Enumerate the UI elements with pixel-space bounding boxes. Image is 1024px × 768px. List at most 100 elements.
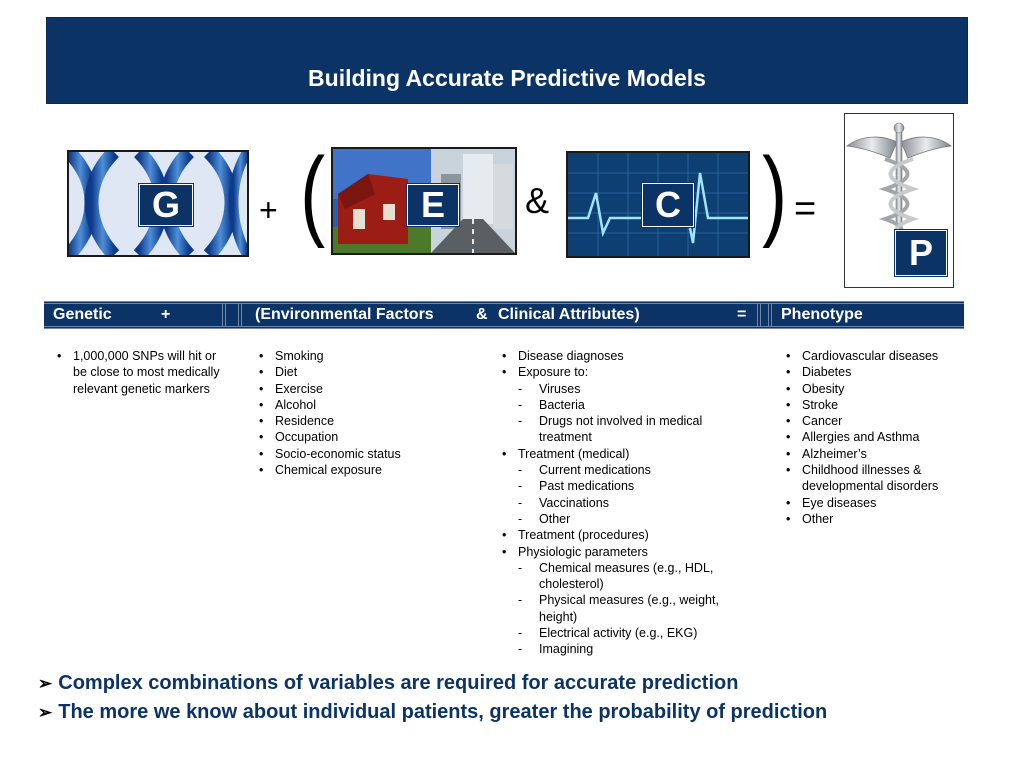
list-item: •Allergies and Asthma: [786, 430, 920, 445]
sub-list-item: -Physical measures (e.g., weight, height…: [518, 593, 719, 624]
list-item: •Diet: [259, 365, 298, 380]
bullet-icon: •: [786, 349, 791, 363]
header-separator: [768, 304, 772, 326]
ampersand-sign: &: [525, 180, 550, 221]
close-parenthesis: ): [762, 137, 788, 249]
clinical-badge: C: [642, 183, 694, 227]
bullet-icon: •: [259, 381, 264, 396]
title-banner: Building Accurate Predictive Models: [46, 17, 968, 104]
header-separator: [238, 304, 242, 326]
bullet-icon: •: [259, 397, 264, 412]
list-item: •Chemical exposure: [259, 463, 382, 478]
bullet-icon: •: [502, 365, 507, 380]
list-item: •Alzheimer’s: [786, 446, 867, 461]
list-item: •Socio-economic status: [259, 446, 401, 461]
bullet-icon: •: [502, 544, 507, 559]
list-item: •Physiologic parameters: [502, 544, 648, 559]
bullet-icon: •: [502, 446, 507, 461]
dash-marker: -: [518, 593, 523, 608]
dash-marker: -: [518, 463, 523, 478]
bullet-icon: •: [259, 430, 264, 445]
conclusion-line: ➢The more we know about individual patie…: [38, 701, 828, 723]
ekg-image: C: [566, 151, 750, 258]
dash-marker: -: [518, 479, 523, 494]
arrow-bullet-icon: ➢: [38, 703, 53, 722]
list-item: •Other: [786, 511, 834, 526]
environmental-list: •Smoking •Diet •Exercise •Alcohol •Resid…: [255, 348, 455, 478]
sub-list-item: -Drugs not involved in medical treatment: [518, 414, 703, 445]
sub-list-item: -Other: [518, 511, 571, 526]
open-parenthesis: (: [300, 137, 326, 249]
list-item: •Exposure to:: [502, 365, 589, 380]
phenotype-badge: P: [895, 230, 947, 276]
bullet-icon: •: [786, 511, 791, 526]
page-title: Building Accurate Predictive Models: [308, 65, 706, 91]
header-clinical: Clinical Attributes): [498, 306, 640, 323]
plus-sign: +: [259, 192, 278, 228]
header-separator: [222, 304, 226, 326]
bullet-icon: •: [259, 365, 264, 380]
list-item: •Obesity: [786, 381, 845, 396]
header-genetic: Genetic: [53, 306, 112, 323]
sub-list-item: -Current medications: [518, 463, 651, 478]
environment-image: E: [331, 147, 517, 255]
sub-list-item: -Vaccinations: [518, 495, 609, 510]
sub-list-item: -Electrical activity (e.g., EKG): [518, 626, 698, 641]
dash-marker: -: [518, 642, 523, 657]
genetic-badge: G: [139, 184, 193, 226]
clinical-list: •Disease diagnoses •Exposure to: -Viruse…: [498, 348, 748, 658]
bullet-icon: •: [786, 446, 791, 461]
dash-marker: -: [518, 511, 523, 526]
sub-list-item: -Viruses: [518, 381, 581, 396]
bullet-icon: •: [57, 349, 62, 363]
dash-marker: -: [518, 397, 523, 412]
dash-marker: -: [518, 414, 523, 429]
list-item: •Alcohol: [259, 397, 316, 412]
list-item: •Disease diagnoses: [502, 349, 624, 363]
sub-list-item: -Chemical measures (e.g., HDL, cholester…: [518, 560, 714, 592]
dna-image: G: [67, 150, 249, 257]
list-item: •1,000,000 SNPs will hit or be close to …: [57, 349, 220, 396]
header-separator: [757, 304, 761, 326]
arrow-bullet-icon: ➢: [38, 674, 53, 693]
bullet-icon: •: [259, 463, 264, 478]
bullet-icon: •: [786, 397, 791, 412]
header-equals: =: [737, 306, 747, 323]
sub-list-item: -Past medications: [518, 479, 635, 494]
bullet-icon: •: [259, 349, 264, 363]
dash-marker: -: [518, 560, 523, 575]
conclusion-line: ➢Complex combinations of variables are r…: [38, 672, 739, 694]
list-item: •Smoking: [259, 349, 324, 363]
list-item: •Cancer: [786, 414, 843, 429]
bullet-icon: •: [502, 528, 507, 543]
bullet-icon: •: [786, 414, 791, 429]
header-ampersand: &: [476, 306, 488, 323]
caduceus-icon: [845, 122, 953, 240]
bullet-icon: •: [786, 381, 791, 396]
list-item: •Cardiovascular diseases: [786, 349, 939, 363]
sub-list-item: -Bacteria: [518, 397, 585, 412]
list-item: •Treatment (procedures): [502, 528, 649, 543]
list-item: •Stroke: [786, 397, 839, 412]
bullet-icon: •: [786, 365, 791, 380]
genetic-list: •1,000,000 SNPs will hit or be close to …: [53, 348, 223, 397]
category-header-band: Genetic + (Environmental Factors & Clini…: [44, 301, 964, 329]
dash-marker: -: [518, 495, 523, 510]
list-item: •Eye diseases: [786, 495, 877, 510]
bullet-icon: •: [786, 430, 791, 445]
dash-marker: -: [518, 626, 523, 641]
phenotype-list: •Cardiovascular diseases •Diabetes •Obes…: [782, 348, 972, 527]
list-item: •Exercise: [259, 381, 323, 396]
bullet-icon: •: [786, 495, 791, 510]
bullet-icon: •: [502, 349, 507, 363]
header-plus: +: [161, 306, 171, 323]
list-item: •Childhood illnesses & developmental dis…: [786, 463, 939, 494]
header-environmental: (Environmental Factors: [255, 306, 434, 323]
sub-list-item: -Imagining: [518, 642, 594, 657]
list-item: •Residence: [259, 414, 335, 429]
bullet-icon: •: [259, 446, 264, 461]
bullet-icon: •: [786, 463, 791, 478]
equals-sign: =: [794, 188, 817, 230]
list-item: •Occupation: [259, 430, 339, 445]
caduceus-image: P: [844, 113, 954, 288]
